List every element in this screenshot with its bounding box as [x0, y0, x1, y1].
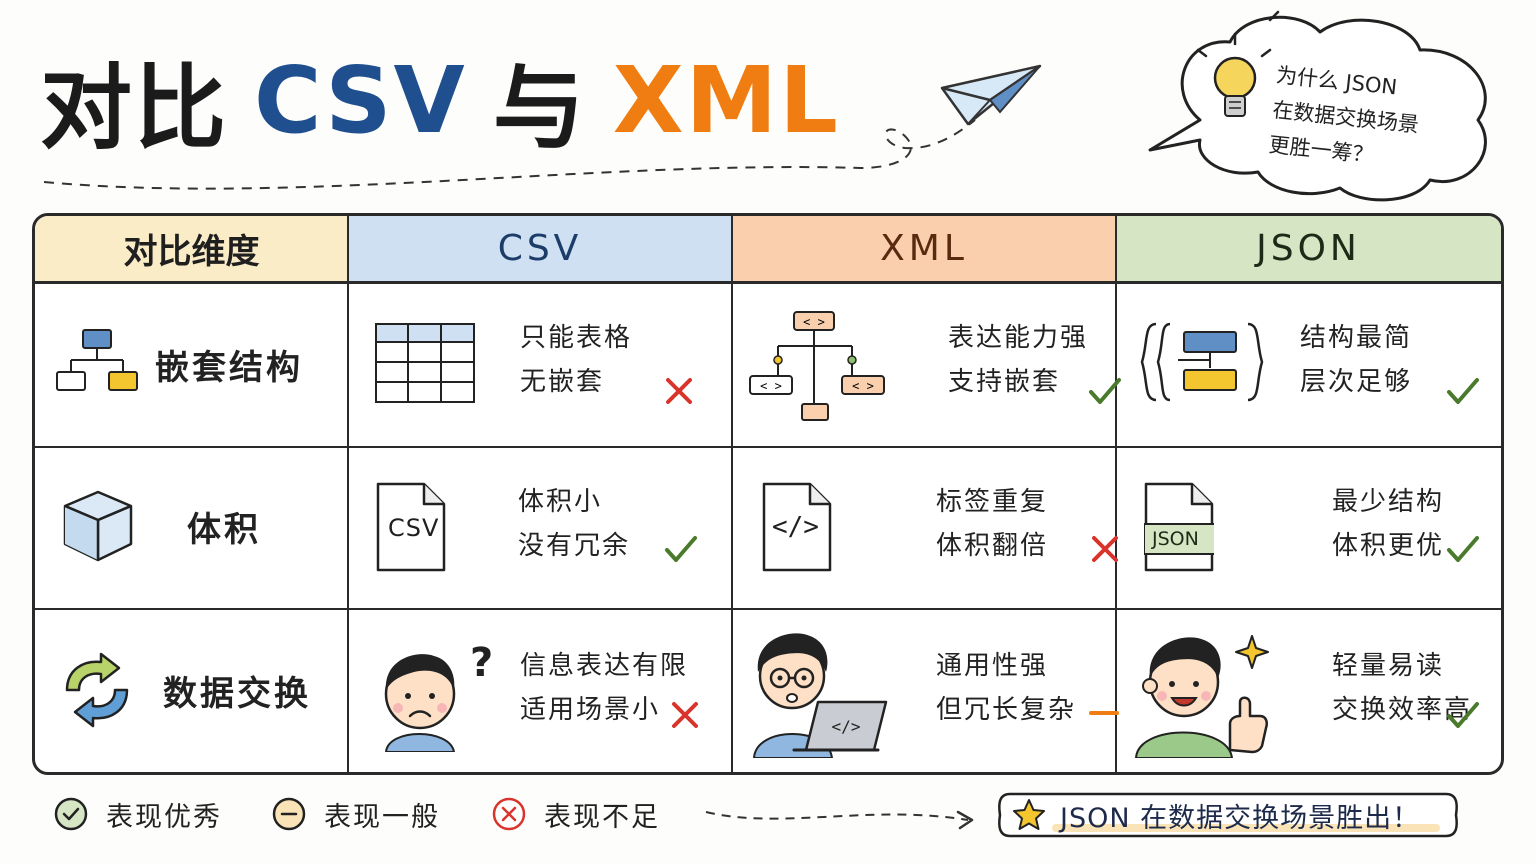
- table-icon: [375, 323, 475, 403]
- dash-mark-icon: [1089, 711, 1119, 715]
- row-label-exchange: 数据交换: [163, 674, 311, 714]
- table-row: < > < > < > 表达能力强 支持嵌套: [732, 284, 1121, 446]
- svg-text:< >: < >: [852, 379, 874, 393]
- file-label: CSV: [388, 514, 440, 542]
- svg-text:?: ?: [470, 640, 493, 686]
- sync-arrows-icon: [65, 652, 129, 728]
- row-label-nesting: 嵌套结构: [155, 348, 303, 388]
- cell-text: 体积小 没有冗余: [518, 487, 631, 561]
- table-row: </> 通用性强 但冗长复杂: [732, 610, 1119, 772]
- check-mark-icon: [1447, 702, 1479, 728]
- svg-text:< >: < >: [803, 315, 825, 329]
- file-label: JSON: [1152, 528, 1199, 550]
- column-divider: [1115, 216, 1117, 772]
- cross-mark-icon: [666, 378, 692, 404]
- hierarchy-icon: [56, 329, 138, 391]
- table-row: 嵌套结构: [35, 284, 347, 446]
- confused-person-icon: ?: [384, 640, 493, 752]
- check-mark-icon: [665, 536, 697, 562]
- legend-good-label: 表现优秀: [106, 801, 222, 833]
- check-mark-icon: [1447, 378, 1479, 404]
- svg-text:< >: < >: [760, 379, 782, 393]
- cell-text: 通用性强 但冗长复杂: [936, 651, 1077, 725]
- xml-tree-icon: < > < > < >: [749, 311, 885, 421]
- check-mark-icon: [1447, 536, 1479, 562]
- table-row: </> 标签重复 体积翻倍: [732, 448, 1118, 608]
- header-xml: XML: [732, 216, 1116, 284]
- svg-text:</>: </>: [832, 717, 861, 736]
- cross-circle-icon: [492, 797, 526, 831]
- title-part-compare: 对比: [40, 54, 229, 162]
- check-circle-icon: [54, 797, 88, 831]
- cell-text: 信息表达有限 适用场景小: [520, 651, 689, 725]
- thought-bubble-text: 为什么 JSON 在数据交换场景 更胜一筹？: [1267, 58, 1467, 182]
- table-row: 体积: [35, 448, 347, 608]
- table-row: ? 信息表达有限 适用场景小: [348, 610, 731, 772]
- header-json: JSON: [1116, 216, 1501, 284]
- header-csv: CSV: [348, 216, 732, 284]
- title-part-and: 与: [492, 54, 587, 162]
- thumbs-up-person-icon: [1134, 635, 1269, 758]
- json-structure-icon: [1140, 322, 1264, 402]
- paper-plane-icon: [940, 64, 1042, 126]
- cube-icon: [63, 490, 133, 562]
- conclusion-banner: JSON 在数据交换场景胜出！: [996, 788, 1460, 842]
- table-row: 轻量易读 交换效率高: [1116, 610, 1501, 772]
- banner-frame: [998, 792, 1458, 838]
- star-icon: [1013, 799, 1045, 830]
- cell-text: 只能表格 无嵌套: [520, 323, 633, 397]
- cross-mark-icon: [672, 702, 698, 728]
- cell-text: 结构最简 层次足够: [1300, 323, 1413, 397]
- title-part-xml: XML: [612, 46, 840, 154]
- table-row: 结构最简 层次足够: [1116, 284, 1501, 446]
- row-divider: [35, 608, 1501, 610]
- column-divider: [347, 216, 349, 772]
- developer-laptop-icon: </>: [752, 633, 888, 758]
- legend-good: 表现优秀: [54, 792, 222, 836]
- table-row: JSON 最少结构 体积更优: [1116, 448, 1501, 608]
- file-label: </>: [772, 512, 819, 542]
- dash-circle-icon: [272, 797, 306, 831]
- column-divider: [731, 216, 733, 772]
- dashed-arrow-icon: [705, 810, 974, 830]
- lightbulb-icon: [1196, 10, 1280, 117]
- legend-poor-label: 表现不足: [544, 801, 660, 833]
- cell-text: 表达能力强 支持嵌套: [948, 323, 1089, 397]
- legend-fair: 表现一般: [272, 792, 440, 836]
- legend-fair-label: 表现一般: [324, 801, 440, 833]
- cell-text: 最少结构 体积更优: [1332, 487, 1445, 561]
- table-row: 数据交换: [35, 610, 347, 772]
- row-label-size: 体积: [187, 510, 261, 550]
- file-icon: [762, 482, 832, 572]
- page-title: 对比 CSV 与 XML: [40, 40, 840, 162]
- file-icon: [376, 482, 446, 572]
- legend-poor: 表现不足: [492, 792, 660, 836]
- table-row: CSV 体积小 没有冗余: [348, 448, 731, 608]
- header-dimension: 对比维度: [35, 216, 348, 284]
- table-row: 只能表格 无嵌套: [348, 284, 731, 446]
- check-mark-icon: [1089, 378, 1121, 404]
- cell-text: 轻量易读 交换效率高: [1332, 651, 1473, 725]
- file-icon: [1144, 482, 1214, 572]
- cell-text: 标签重复 体积翻倍: [936, 487, 1049, 561]
- row-divider: [35, 446, 1501, 448]
- banner-text: JSON 在数据交换场景胜出！: [1060, 802, 1421, 834]
- comparison-table: 对比维度 CSV XML JSON 嵌套结构 只能表格 无嵌套 < >: [32, 213, 1504, 775]
- title-part-csv: CSV: [254, 46, 467, 154]
- cross-mark-icon: [1092, 536, 1118, 562]
